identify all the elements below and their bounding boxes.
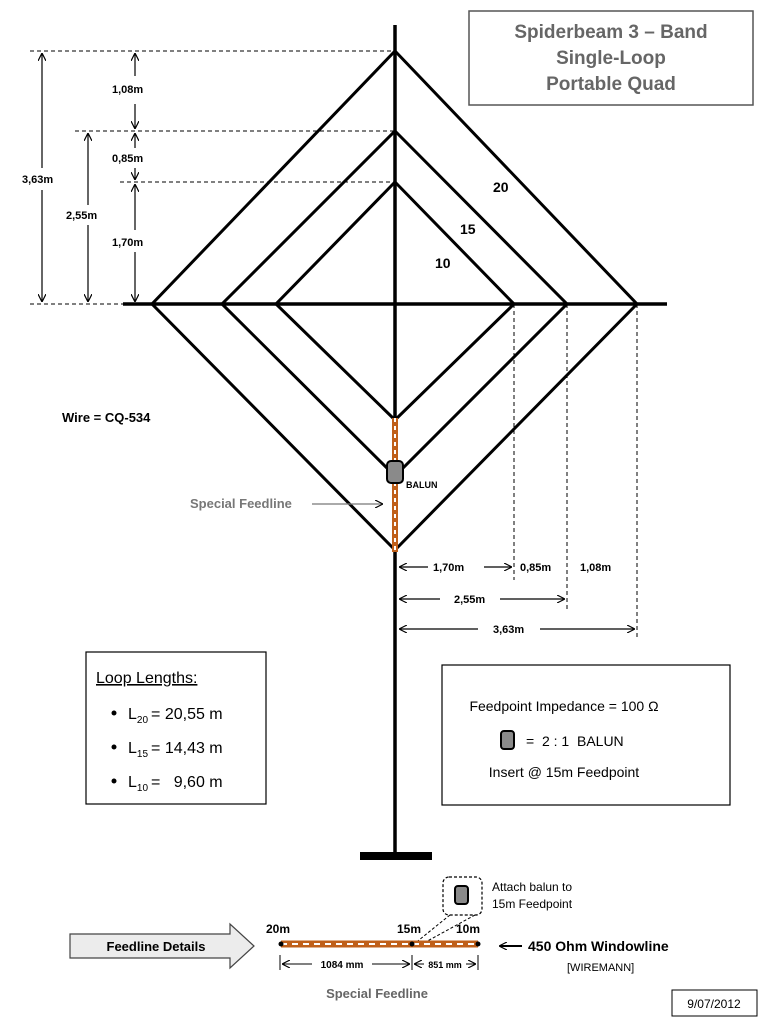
svg-text:L10= 9,60 m: L10= 9,60 m (128, 774, 223, 794)
loop-label-20: 20 (493, 179, 509, 195)
mast-base (360, 852, 432, 860)
dim-vertical-mid-gap: 0,85m (112, 153, 143, 165)
dim-horizontal-mid-gap: 0,85m (520, 562, 551, 574)
windowline-label: 450 Ohm Windowline (528, 938, 669, 954)
loop-length-prefix: L (128, 706, 137, 723)
attach-line-2: 15m Feedpoint (492, 897, 573, 911)
attach-line-1: Attach balun to (492, 880, 572, 894)
feedline-label-20m: 20m (266, 922, 290, 936)
dim-vertical-total: 3,63m (22, 174, 53, 186)
balun-icon (386, 460, 404, 484)
balun-legend-icon (500, 730, 515, 750)
loop-length-sub: 20 (137, 715, 149, 726)
feedline-details-arrow: Feedline Details (69, 922, 255, 970)
feedline-strip (278, 940, 481, 948)
loop-length-sub: 10 (137, 783, 149, 794)
svg-text:L20= 20,55 m: L20= 20,55 m (128, 706, 223, 726)
feedline-label-10m: 10m (456, 922, 480, 936)
dim-vertical-mid: 2,55m (66, 210, 97, 222)
wire-label: Wire = CQ-534 (62, 410, 151, 425)
title-line-2: Single-Loop (556, 48, 666, 69)
date-text: 9/07/2012 (687, 997, 741, 1011)
loop-length-item-10: L10= 9,60 m (111, 774, 223, 794)
balun-label: BALUN (406, 480, 438, 490)
horizontal-dimension-arrows (400, 567, 634, 629)
title-box: Spiderbeam 3 – Band Single-Loop Portable… (468, 10, 754, 106)
loop-length-value: = 14,43 m (151, 740, 223, 757)
dim-horizontal-mid: 2,55m (454, 594, 485, 606)
vertical-dimension-arrows (42, 54, 135, 301)
dim-horizontal-inner: 1,70m (433, 562, 464, 574)
feedline-details-label: Feedline Details (107, 939, 206, 954)
feedline-measure (279, 955, 479, 970)
feedline-label-15m: 15m (397, 922, 421, 936)
title-line-3: Portable Quad (546, 74, 676, 95)
dim-vertical-inner: 1,70m (112, 237, 143, 249)
loop-length-prefix: L (128, 740, 137, 757)
vertical-reference-lines (30, 50, 395, 305)
loop-length-sub: 15 (137, 749, 149, 760)
attach-balun-callout: Attach balun to 15m Feedpoint (413, 876, 573, 945)
feedpoint-impedance: Feedpoint Impedance = 100 Ω (469, 698, 658, 714)
loop-lengths-heading: Loop Lengths: (96, 670, 197, 687)
date-box: 9/07/2012 (671, 989, 758, 1017)
loop-label-15: 15 (460, 221, 476, 237)
feedpoint-insert: Insert @ 15m Feedpoint (489, 764, 640, 780)
loop-length-item-20: L20= 20,55 m (111, 706, 223, 726)
title-line-1: Spiderbeam 3 – Band (514, 22, 707, 43)
feedline-length-1: 1084 mm (321, 960, 364, 971)
feedline-caption: Special Feedline (326, 986, 428, 1001)
svg-text:L15= 14,43 m: L15= 14,43 m (128, 740, 223, 760)
attach-balun-icon (454, 885, 469, 905)
horizontal-reference-lines (513, 304, 638, 640)
loop-length-value: = 9,60 m (151, 774, 223, 791)
balun-legend-text: = 2 : 1 BALUN (526, 733, 624, 749)
loop-length-item-15: L15= 14,43 m (111, 740, 223, 760)
loop-lengths-box: Loop Lengths: L20= 20,55 m L15= 14,43 m … (85, 651, 267, 805)
feedline-length-2: 851 mm (428, 960, 462, 970)
loop-length-value: = 20,55 m (151, 706, 223, 723)
feedpoint-box: Feedpoint Impedance = 100 Ω = 2 : 1 BALU… (441, 664, 731, 806)
special-feedline-label: Special Feedline (190, 496, 292, 511)
dim-horizontal-outer-gap: 1,08m (580, 562, 611, 574)
dim-vertical-top-gap: 1,08m (112, 84, 143, 96)
loop-label-10: 10 (435, 255, 451, 271)
loop-length-prefix: L (128, 774, 137, 791)
windowline-brand: [WIREMANN] (567, 962, 634, 974)
dim-horizontal-total: 3,63m (493, 624, 524, 636)
